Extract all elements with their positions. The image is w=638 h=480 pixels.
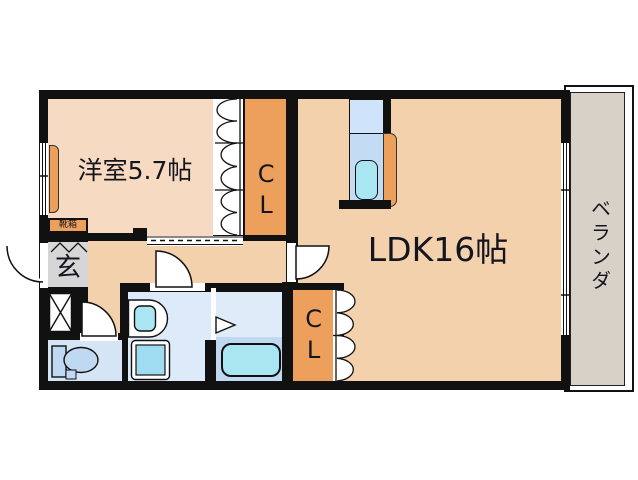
ldk-label: LDK16帖: [367, 229, 509, 269]
kitchen-counter: [349, 99, 384, 205]
washroom: [128, 292, 211, 381]
window-left: [40, 143, 48, 215]
bathtub: [221, 343, 281, 377]
kitchen-counter-upper: [350, 100, 383, 134]
toilet-door-leaf: [80, 333, 118, 341]
closet-upper-label: CL: [252, 159, 281, 222]
entry-door-gap: [40, 243, 48, 288]
folding-door-upper: [213, 99, 243, 235]
closet-lower-top-wall: [282, 282, 293, 381]
veranda-label: ベランダ: [587, 198, 612, 294]
western-room-label: 洋室5.7帖: [77, 155, 193, 185]
folding-door-lower: [333, 290, 344, 381]
bathroom-upper: [216, 292, 286, 337]
window-right: [561, 143, 569, 335]
shoe-box-label: 靴箱: [58, 219, 77, 230]
kitchen-wall-stub-bottom: [339, 200, 391, 209]
closet-lower-label: CL: [299, 305, 328, 367]
wash-bath-wall: [205, 340, 211, 381]
sliding-door: [147, 236, 243, 246]
bath-door-strip: [211, 288, 216, 340]
inner-wall-notch: [133, 228, 147, 241]
genkan-label: 玄: [54, 253, 81, 284]
closet-lower-top-wall2: [293, 283, 344, 290]
shoe-box: 靴箱: [48, 218, 88, 233]
inner-wall: [48, 233, 147, 241]
kitchen-wall-stub-top: [384, 99, 391, 140]
kitchen-sink: [355, 160, 378, 200]
window-left-panel: [49, 145, 59, 213]
door-panel: [383, 133, 397, 207]
toilet-room: [48, 340, 122, 381]
room-western: [48, 99, 213, 237]
balcony: [570, 92, 625, 386]
closet-lower: [293, 290, 333, 381]
ldk-door-leaf: [287, 243, 296, 282]
hallway: [88, 241, 286, 283]
washroom-door-leaf: [150, 283, 205, 291]
hallway-corridor: [88, 283, 120, 333]
closet-upper: [245, 99, 286, 235]
entry-door-arc: [6, 245, 44, 283]
